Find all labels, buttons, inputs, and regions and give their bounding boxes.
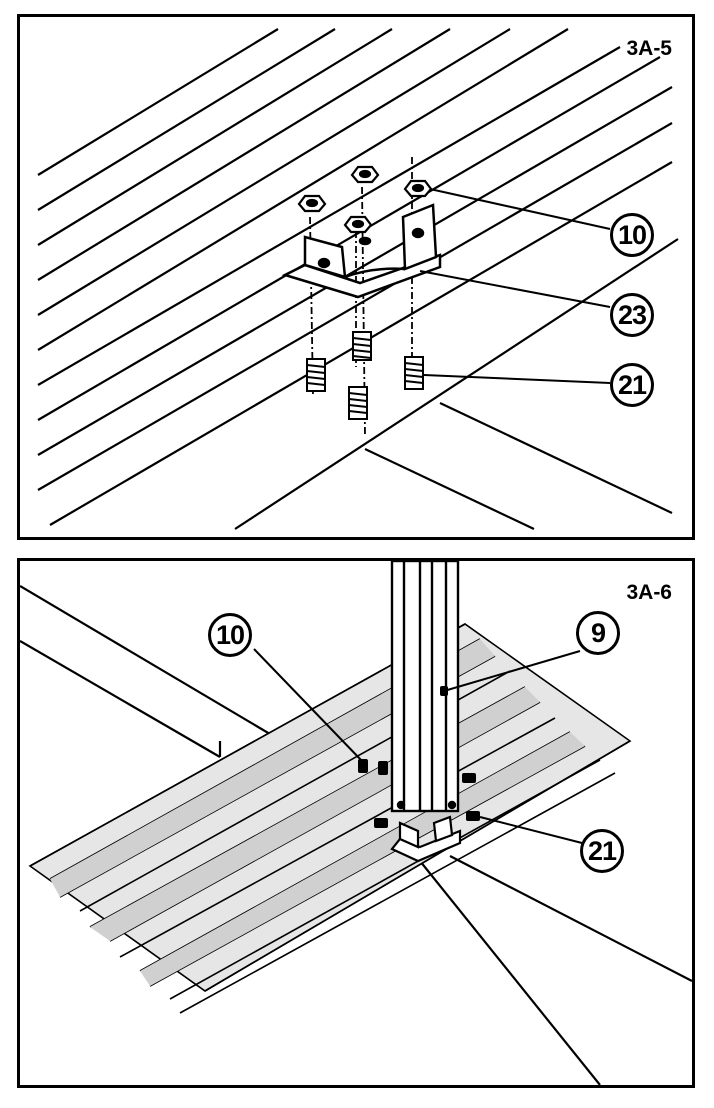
callout-part-23: 23 [610,293,654,337]
roof-slats [37,28,673,526]
leader-lines [253,648,583,844]
callout-part-9: 9 [576,611,620,655]
hex-nuts [297,165,433,234]
mounting-bracket [281,203,442,299]
figure-3a-5: 3A-5 10 23 21 [17,14,695,540]
figure-label: 3A-5 [626,37,672,60]
callout-part-21: 21 [580,829,624,873]
figure-3a-5-drawing [37,28,679,530]
figure-label: 3A-6 [626,581,672,604]
corrugated-roof-sheet [28,623,632,1014]
post-bracket [390,815,462,863]
callout-part-10: 10 [208,613,252,657]
screws [306,331,424,420]
callout-part-21: 21 [610,363,654,407]
figure-3a-6-drawing [20,561,692,1085]
joist-beam [234,238,679,530]
callout-part-10: 10 [610,213,654,257]
vertical-post [390,561,460,813]
figure-3a-6: 3A-6 10 9 21 [17,558,695,1088]
leader-lines [419,188,611,384]
